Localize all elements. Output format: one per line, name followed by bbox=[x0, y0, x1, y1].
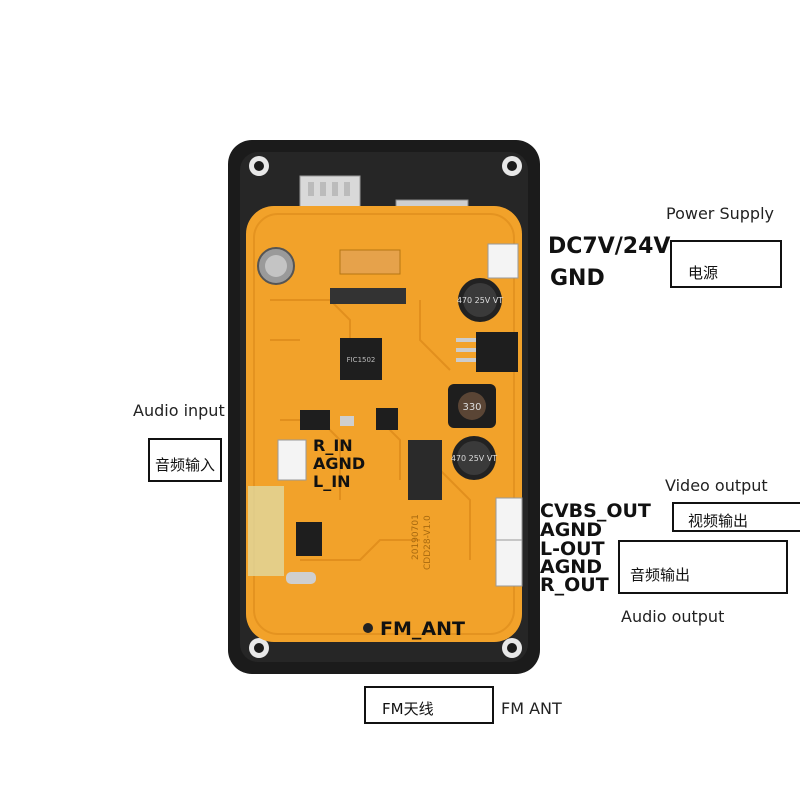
mounting-hole-icon bbox=[502, 156, 522, 176]
audio-input-label: Audio input bbox=[133, 401, 225, 420]
mounting-hole-icon bbox=[249, 156, 269, 176]
inductor-icon: 330 bbox=[448, 384, 496, 428]
main-chip bbox=[340, 338, 382, 380]
mounting-hole-icon bbox=[249, 638, 269, 658]
board-date: 20190701 bbox=[411, 514, 421, 560]
capacitor-icon: 470 25V VT bbox=[451, 436, 497, 480]
power-supply-cn-label: 电源 bbox=[688, 264, 719, 282]
audio-output-box: 音频输出 bbox=[618, 540, 788, 594]
mounting-hole-icon bbox=[502, 638, 522, 658]
capacitor-icon: 470 25V VT bbox=[457, 278, 503, 322]
pin-dc-power: DC7V/24V bbox=[548, 234, 671, 259]
board-model: CDD28-V1.0 bbox=[423, 515, 433, 570]
audio-input-box: 音频输入 bbox=[148, 438, 222, 482]
power-supply-box: 电源 bbox=[670, 240, 782, 288]
pin-agnd-in: AGND bbox=[313, 454, 366, 473]
pin-agnd-1: AGND bbox=[540, 519, 602, 541]
audio-input-cn-label: 音频输入 bbox=[155, 456, 216, 474]
video-output-label: Video output bbox=[665, 476, 768, 495]
pin-cvbs-out: CVBS_OUT bbox=[540, 500, 651, 522]
svg-text:470 25V VT: 470 25V VT bbox=[457, 296, 503, 305]
pin-l-out: L-OUT bbox=[540, 538, 605, 560]
video-output-cn-label: 视频输出 bbox=[688, 512, 749, 530]
power-supply-label: Power Supply bbox=[666, 204, 774, 223]
pin-fm-ant: FM_ANT bbox=[380, 618, 465, 640]
fm-antenna-cn-label: FM天线 bbox=[382, 700, 434, 718]
chip-label: FIC1502 bbox=[347, 356, 376, 364]
pin-r-in: R_IN bbox=[313, 436, 353, 455]
fm-antenna-label: FM ANT bbox=[501, 699, 562, 718]
svg-text:330: 330 bbox=[462, 402, 481, 413]
pin-gnd: GND bbox=[550, 266, 605, 291]
pin-r-out: R_OUT bbox=[540, 574, 609, 596]
pin-agnd-2: AGND bbox=[540, 556, 602, 578]
video-output-box: 视频输出 bbox=[672, 502, 800, 532]
audio-output-label: Audio output bbox=[621, 607, 725, 626]
svg-text:470 25V VT: 470 25V VT bbox=[451, 454, 497, 463]
audio-output-cn-label: 音频输出 bbox=[630, 566, 691, 584]
fm-antenna-box: FM天线 bbox=[364, 686, 494, 724]
pin-l-in: L_IN bbox=[313, 472, 351, 491]
